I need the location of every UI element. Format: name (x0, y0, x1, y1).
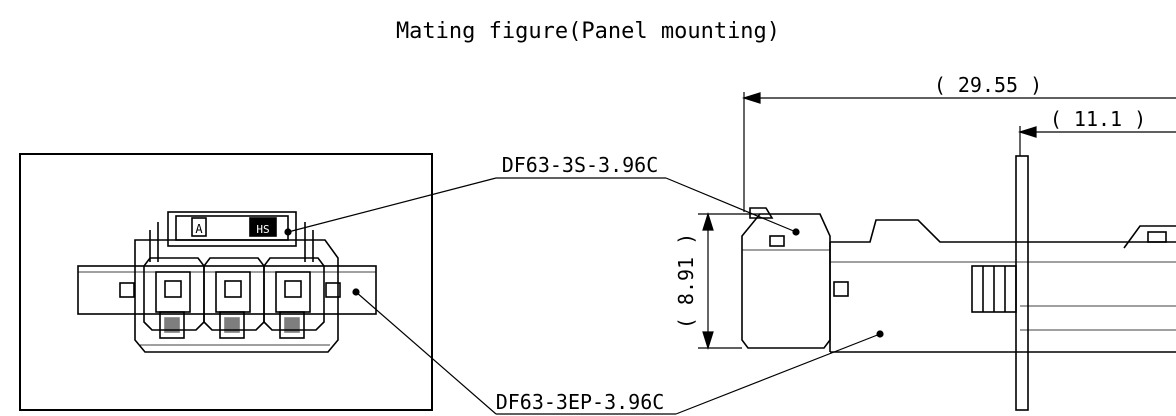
panel-bar (77, 265, 377, 315)
dim-overall-length: ( 29.55 ) (934, 73, 1042, 97)
header-housing (134, 239, 339, 353)
panel-plate (1015, 155, 1029, 411)
drawing-title: Mating figure(Panel mounting) (396, 19, 780, 44)
header-top (830, 219, 1176, 243)
cavity-3 (263, 257, 325, 339)
socket-body (741, 213, 831, 349)
socket-top (167, 211, 297, 247)
label-socket: DF63-3S-3.96C (502, 153, 659, 177)
front-mark-hs: HS (256, 223, 269, 236)
label-header: DF63-3EP-3.96C (496, 390, 665, 414)
front-view (19, 153, 433, 411)
front-mark-a: A (195, 222, 203, 236)
cavity-2 (203, 257, 265, 339)
front-view-frame (19, 153, 433, 411)
dim-height: ( 8.91 ) (674, 233, 698, 329)
callouts (284, 177, 884, 415)
dimensions (698, 92, 1176, 351)
side-view (741, 155, 1176, 411)
dim-panel-offset: ( 11.1 ) (1050, 107, 1146, 131)
cavity-1 (143, 257, 205, 339)
